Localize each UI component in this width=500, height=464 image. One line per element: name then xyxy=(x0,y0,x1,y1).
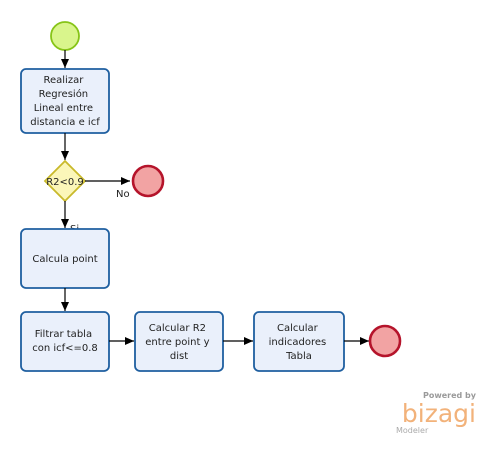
task-regresion-line: Realizar xyxy=(43,75,84,86)
task-filtrar-line: Filtrar tabla xyxy=(35,329,92,340)
task-filtrar-line: con icf<=0.8 xyxy=(32,343,98,354)
start-event[interactable] xyxy=(50,21,80,51)
task-calcular-r2[interactable]: Calcular R2 entre point y dist xyxy=(134,311,224,372)
gateway-label: R2<0.9 xyxy=(46,177,84,188)
task-regresion-line: Lineal entre xyxy=(34,103,93,114)
end-event-no[interactable] xyxy=(131,164,165,198)
task-indicadores-line: Calcular xyxy=(277,323,319,334)
task-r2-line: dist xyxy=(170,351,188,362)
flow-label-no: No xyxy=(116,189,130,200)
watermark-brand: bizagi xyxy=(402,399,476,428)
task-calcula-point[interactable]: Calcula point xyxy=(20,228,110,289)
bizagi-watermark: Powered by bizagi Modeler xyxy=(396,391,477,435)
watermark-product: Modeler xyxy=(396,426,429,435)
task-point-label: Calcula point xyxy=(32,254,97,265)
task-regresion[interactable]: Realizar Regresión Lineal entre distanci… xyxy=(20,68,110,134)
task-regresion-line: Regresión xyxy=(39,88,89,100)
task-filtrar-tabla[interactable]: Filtrar tabla con icf<=0.8 xyxy=(20,311,110,372)
end-event-final[interactable] xyxy=(368,324,402,358)
task-r2-line: entre point y xyxy=(145,337,209,348)
watermark-powered: Powered by xyxy=(423,391,477,400)
svg-text:Calcular indicadores: Calcular indicadores Tabla xyxy=(269,323,330,362)
task-calcular-indicadores[interactable]: Calcular indicadores Tabla xyxy=(253,311,345,372)
task-indicadores-line: indicadores xyxy=(269,337,327,348)
task-regresion-line: distancia e icf xyxy=(30,117,100,128)
task-r2-line: Calcular R2 xyxy=(149,323,206,334)
gateway-r2-check[interactable]: R2<0.9 xyxy=(43,159,87,203)
svg-text:Calcular R2 entre point: Calcular R2 entre point y dist xyxy=(145,323,212,362)
svg-text:Filtrar tabla con icf<=0: Filtrar tabla con icf<=0.8 xyxy=(32,329,98,354)
svg-text:Realizar Regresión: Realizar Regresión Lineal entre distanci… xyxy=(30,75,100,128)
task-indicadores-line: Tabla xyxy=(285,351,312,362)
